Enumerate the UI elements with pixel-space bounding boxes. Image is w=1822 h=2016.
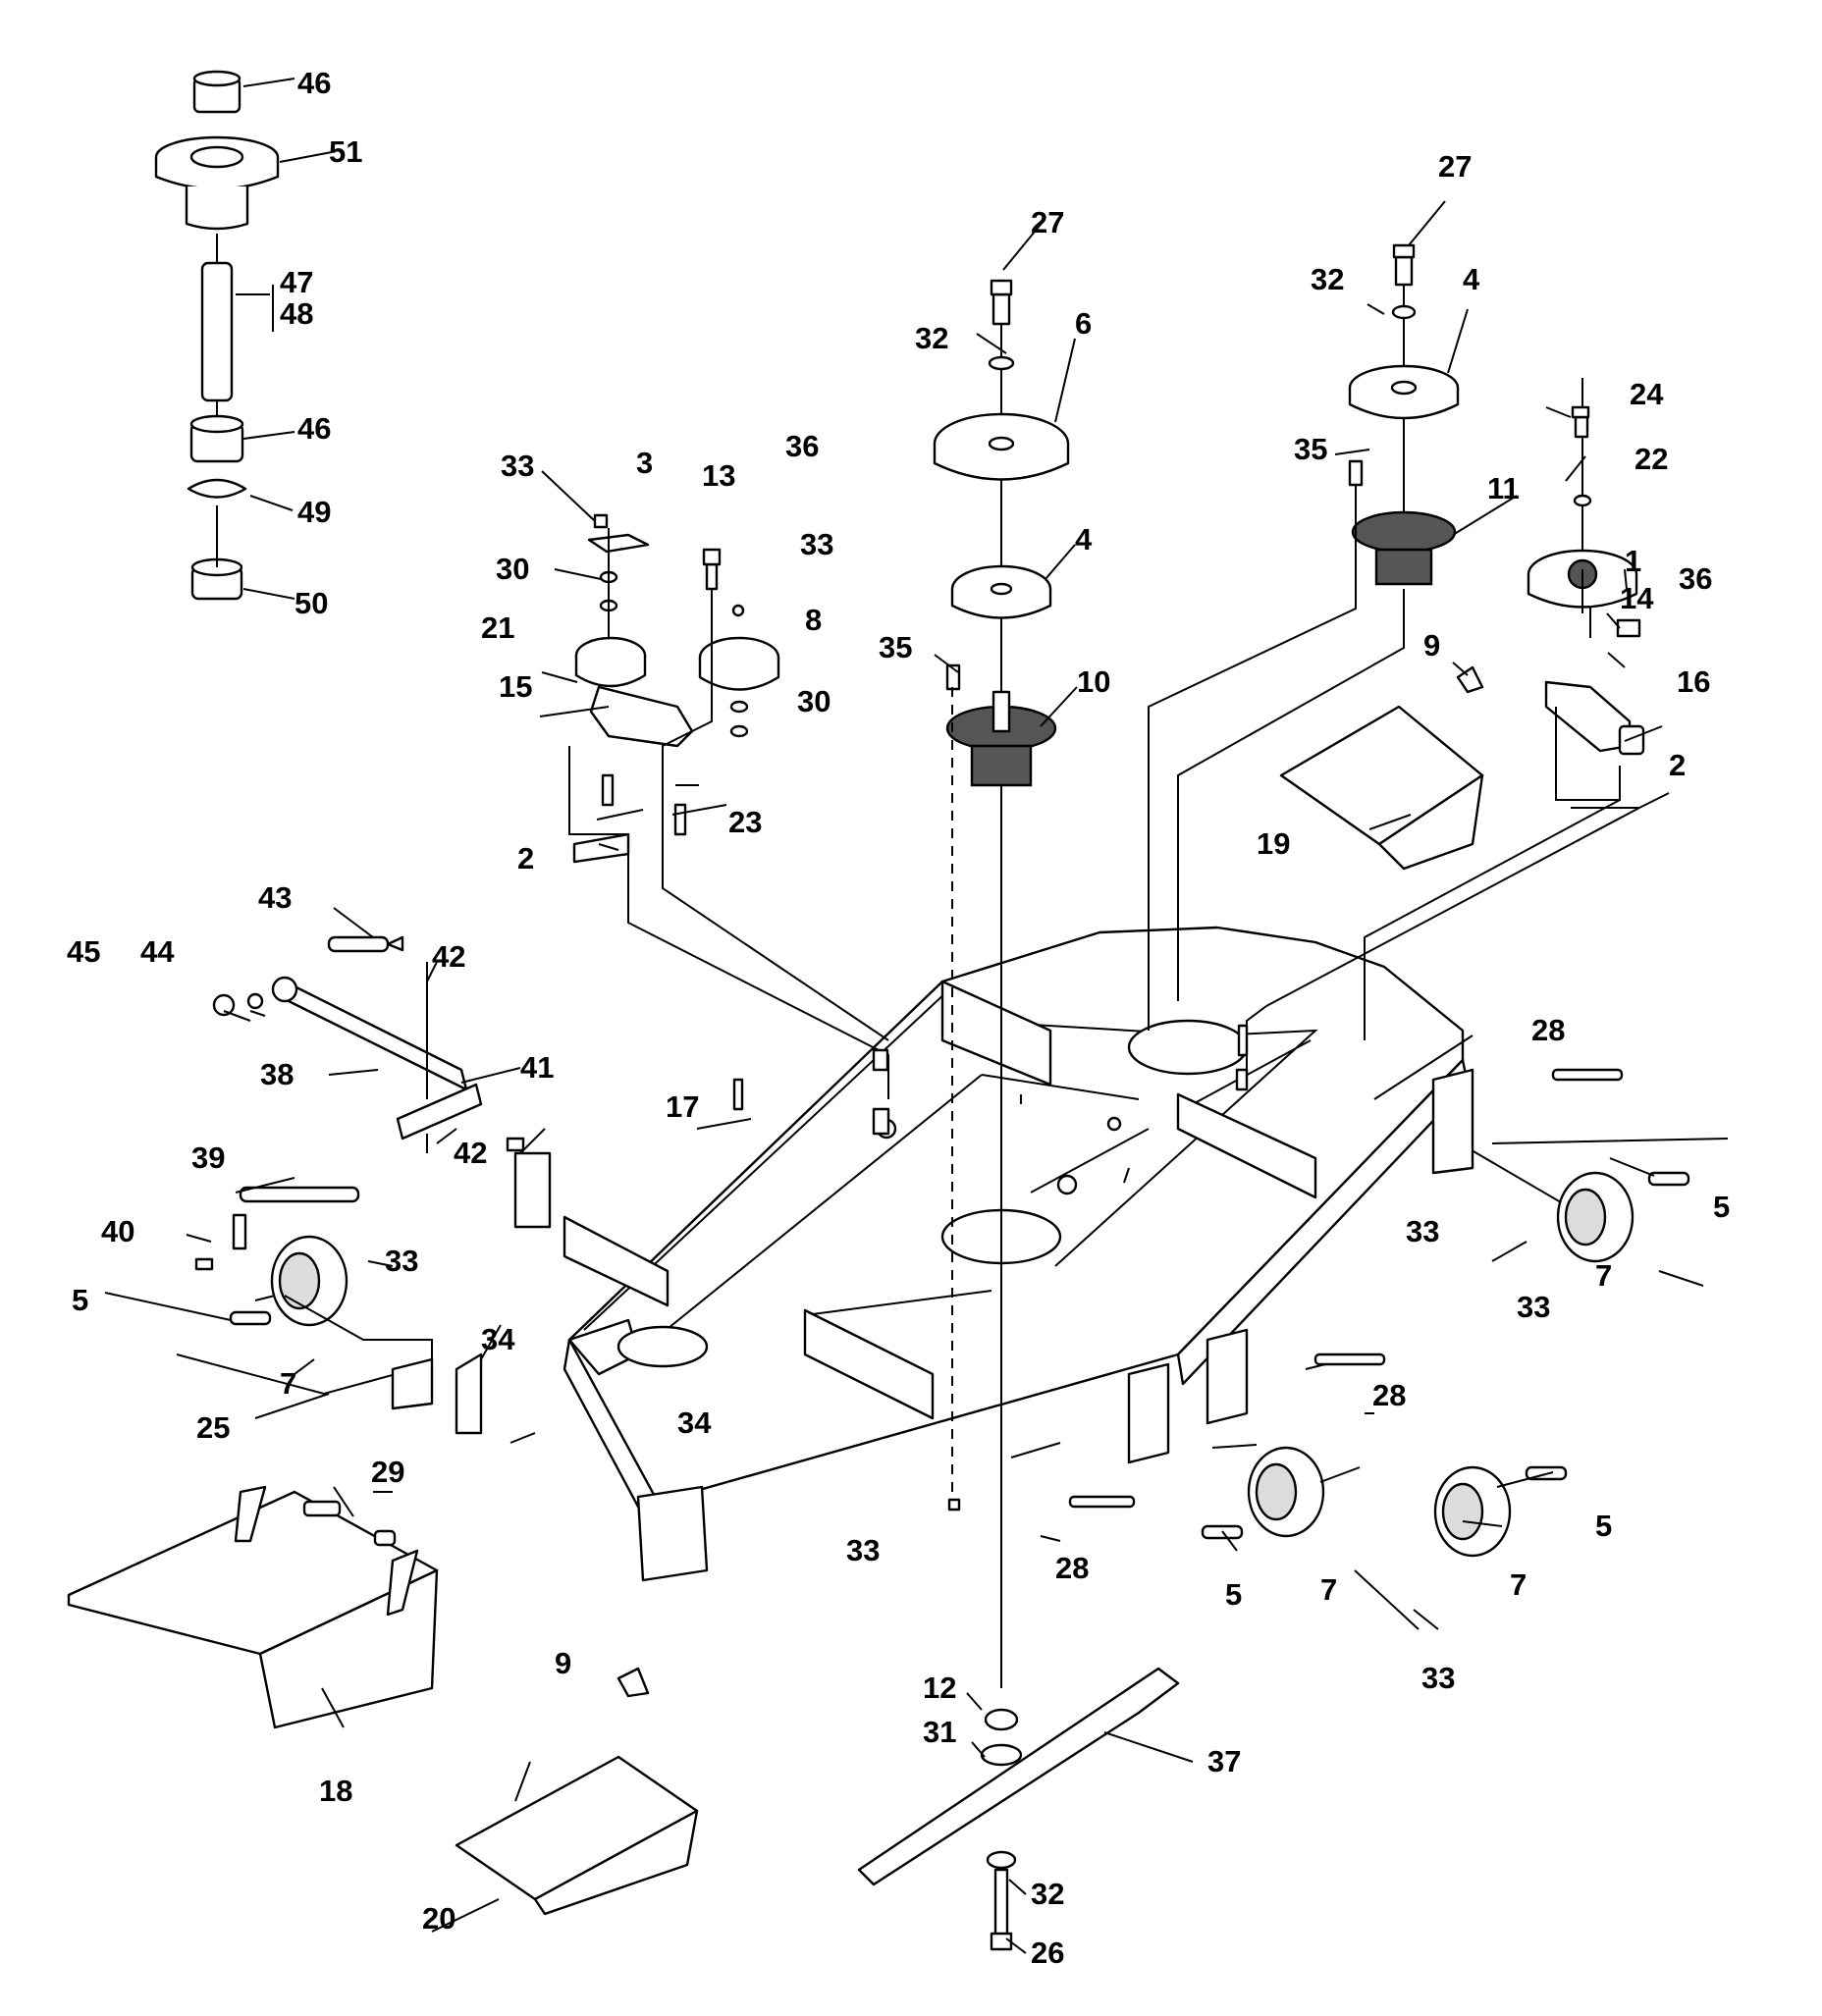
callout-7-right: 7	[1595, 1258, 1612, 1293]
idler-group	[568, 513, 890, 1136]
callout-7-rightfront: 7	[1510, 1567, 1527, 1602]
callout-23: 23	[728, 805, 762, 839]
callout-33-rightwheel: 33	[1517, 1290, 1550, 1324]
callout-30-left: 30	[496, 552, 529, 586]
right-spindle-stack	[1148, 243, 1645, 1100]
callout-28-right: 28	[1531, 1013, 1565, 1047]
callout-46-top: 46	[297, 66, 331, 100]
callout-2-left: 2	[517, 841, 534, 875]
callout-5-front: 5	[1225, 1577, 1242, 1612]
callout-32-center: 32	[915, 321, 948, 355]
callout-48: 48	[280, 296, 313, 331]
callout-19: 19	[1257, 826, 1290, 861]
callout-25: 25	[196, 1410, 230, 1445]
callout-36-right: 36	[1679, 561, 1712, 596]
callout-10: 10	[1077, 664, 1110, 699]
callout-17: 17	[666, 1089, 699, 1124]
callout-22: 22	[1634, 442, 1668, 476]
callout-33-right: 33	[1406, 1214, 1439, 1248]
callout-38: 38	[260, 1057, 294, 1091]
callout-44: 44	[140, 934, 175, 969]
callout-3: 3	[636, 446, 653, 480]
callout-leaders	[104, 78, 1704, 1954]
callout-33-front: 33	[846, 1533, 880, 1567]
callout-32-right: 32	[1311, 262, 1344, 296]
callout-30-right: 30	[797, 684, 831, 718]
callout-28-front: 28	[1055, 1551, 1089, 1585]
callout-35-center: 35	[879, 630, 912, 664]
callout-13: 13	[702, 458, 735, 493]
callout-9-left: 9	[555, 1646, 571, 1680]
callout-33-top: 33	[800, 527, 833, 561]
callout-5-left: 5	[72, 1283, 88, 1317]
callout-5-right: 5	[1713, 1190, 1730, 1224]
callout-labels: 46 51 47 48 46 49 50 27 32 6 4 35 10 12 …	[67, 66, 1730, 1970]
callout-5-rightfront: 5	[1595, 1509, 1612, 1543]
callout-42-top: 42	[432, 939, 465, 974]
callout-31: 31	[923, 1715, 956, 1749]
callout-49: 49	[297, 495, 331, 529]
callout-27-right: 27	[1438, 149, 1472, 184]
callout-29: 29	[371, 1455, 404, 1489]
callout-24: 24	[1630, 377, 1664, 411]
callout-14: 14	[1620, 581, 1654, 615]
spindle-assembly	[154, 70, 280, 601]
callout-33-left: 33	[385, 1244, 418, 1278]
callout-12: 12	[923, 1671, 956, 1705]
callout-15: 15	[499, 669, 532, 704]
callout-43: 43	[258, 880, 292, 915]
callout-35-right: 35	[1294, 432, 1327, 466]
deflectors	[67, 665, 1484, 1916]
center-spindle-stack	[857, 279, 1180, 1951]
callout-46-mid: 46	[297, 411, 331, 446]
callout-27-center: 27	[1031, 205, 1064, 239]
callout-2-right: 2	[1669, 748, 1686, 782]
callout-7-left: 7	[280, 1366, 296, 1401]
callout-51: 51	[329, 134, 362, 169]
callout-42-bottom: 42	[454, 1136, 487, 1170]
callout-11: 11	[1487, 471, 1520, 505]
callout-34-left: 34	[481, 1322, 515, 1356]
callout-39: 39	[191, 1141, 225, 1175]
callout-37: 37	[1207, 1744, 1241, 1778]
callout-28-mid: 28	[1372, 1378, 1406, 1412]
callout-40: 40	[101, 1214, 134, 1248]
callout-26: 26	[1031, 1936, 1064, 1970]
callout-50: 50	[295, 586, 328, 620]
callout-36-left: 36	[785, 429, 819, 463]
callout-18: 18	[319, 1774, 352, 1808]
callout-21: 21	[481, 610, 514, 645]
callout-7-front: 7	[1320, 1572, 1337, 1607]
callout-9-right: 9	[1423, 628, 1440, 663]
callout-4-right: 4	[1463, 262, 1480, 296]
callout-34-mid: 34	[677, 1406, 712, 1440]
callout-6: 6	[1075, 306, 1092, 341]
mower-deck	[563, 926, 1470, 1582]
anti-scalp-arm	[194, 935, 552, 1271]
callout-20: 20	[422, 1901, 456, 1936]
callout-1: 1	[1625, 544, 1641, 578]
callout-4-center: 4	[1075, 522, 1093, 557]
callout-41: 41	[520, 1050, 554, 1085]
callout-33-idler: 33	[501, 449, 534, 483]
callout-8: 8	[805, 603, 822, 637]
callout-33-wheels: 33	[1421, 1661, 1455, 1695]
callout-45: 45	[67, 934, 100, 969]
callout-47: 47	[280, 265, 313, 299]
callout-32-bottom: 32	[1031, 1877, 1064, 1911]
callout-16: 16	[1677, 664, 1710, 699]
